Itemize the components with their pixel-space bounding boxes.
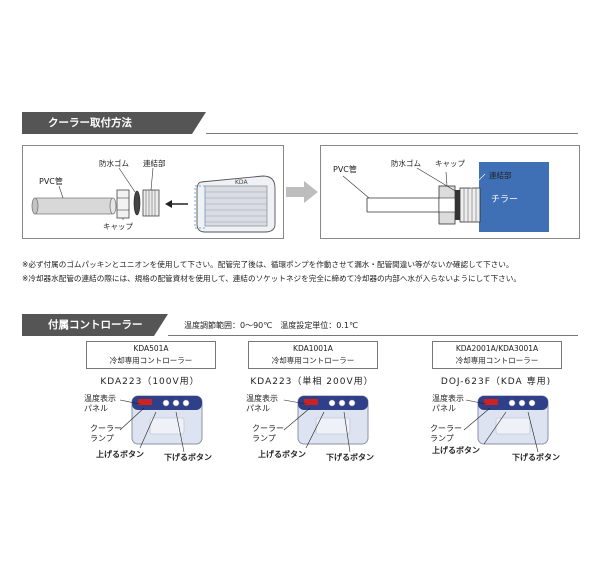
arrow-right-icon <box>286 181 318 203</box>
label-cooler-lamp: クーラー ランプ <box>90 424 122 443</box>
cooler-unit-illustration <box>194 175 276 233</box>
controller-illustration <box>297 395 369 445</box>
section-title: 付属コントローラー <box>48 319 143 331</box>
gasket-label: 防水ゴム <box>391 159 421 168</box>
label-up-button: 上げるボタン <box>432 446 480 455</box>
threaded-connector <box>142 189 160 217</box>
display-icon <box>484 399 498 405</box>
label-up-button: 上げるボタン <box>96 450 144 459</box>
diagram-before-assembly: PVC管 防水ゴム 連結部 キャップ KDA <box>22 145 284 239</box>
temperature-spec: 温度調節範囲：0〜90℃ 温度設定単位：0.1℃ <box>184 321 358 330</box>
model-number: KDA2001A/KDA3001A <box>455 344 539 353</box>
cap-nut <box>116 189 130 219</box>
section-header-installation: クーラー取付方法 <box>22 112 578 134</box>
controller-name: KDA223（100V用） <box>100 377 200 387</box>
controller-illustration <box>131 395 203 445</box>
model-description: 冷却専用コントローラー <box>109 356 193 365</box>
joint-label: 連結部 <box>143 159 166 168</box>
label-display-panel: 温度表示 パネル <box>432 394 464 413</box>
leader-lines <box>283 399 351 453</box>
model-box: KDA2001A/KDA3001A 冷却専用コントローラー <box>432 341 562 369</box>
section-header-controllers: 付属コントローラー <box>22 314 578 336</box>
device-logo: KDA <box>235 179 248 186</box>
note-1: ※必ず付属のゴムパッキンとユニオンを使用して下さい。配管完了後は、循環ポンプを作… <box>22 260 514 269</box>
display-icon <box>138 399 152 405</box>
cap-label: キャップ <box>435 159 465 168</box>
pvc-label: PVC管 <box>333 165 357 174</box>
chiller-label: チラー <box>491 195 519 205</box>
model-number: KDA1001A <box>293 344 333 353</box>
pvc-label: PVC管 <box>39 177 63 186</box>
label-up-button: 上げるボタン <box>258 450 306 459</box>
pvc-pipe <box>31 197 117 215</box>
model-box: KDA1001A 冷却専用コントローラー <box>248 341 378 369</box>
header-rule <box>168 335 578 336</box>
header-bar <box>22 112 206 134</box>
model-number: KDA501A <box>133 344 169 353</box>
assembled-illustration <box>342 162 549 232</box>
section-title: クーラー取付方法 <box>48 117 132 129</box>
leader-lines <box>463 399 539 453</box>
joint-label: 連結部 <box>489 171 512 180</box>
label-cooler-lamp: クーラー ランプ <box>252 424 284 443</box>
label-display-panel: 温度表示 パネル <box>246 394 278 413</box>
model-description: 冷却専用コントローラー <box>455 356 539 365</box>
label-down-button: 下げるボタン <box>326 453 374 462</box>
model-description: 冷却専用コントローラー <box>271 356 355 365</box>
controller-name: DOJ-623F（KDA 専用) <box>440 377 552 387</box>
controller-illustration <box>477 395 549 445</box>
chiller-body <box>479 162 549 232</box>
diagram-after-assembly: PVC管 防水ゴム キャップ 連結部 チラー <box>320 145 580 239</box>
header-rule <box>206 133 578 134</box>
arrow-left-icon <box>165 200 188 208</box>
threaded-connector <box>459 187 481 223</box>
pvc-pipe <box>366 197 441 213</box>
cap-nut <box>438 185 456 225</box>
label-display-panel: 温度表示 パネル <box>84 394 116 413</box>
model-box: KDA501A 冷却専用コントローラー <box>86 341 216 369</box>
controller-name: KDA223（単相 200V用） <box>250 377 374 387</box>
rubber-gasket <box>133 190 141 216</box>
label-down-button: 下げるボタン <box>512 453 560 462</box>
label-down-button: 下げるボタン <box>164 453 212 462</box>
label-cooler-lamp: クーラー ランプ <box>430 424 462 443</box>
leader-lines <box>119 399 185 453</box>
header-bar <box>22 314 168 336</box>
cap-label: キャップ <box>103 222 133 231</box>
display-icon <box>304 399 318 405</box>
rubber-gasket <box>455 190 460 220</box>
gasket-label: 防水ゴム <box>99 159 129 168</box>
note-2: ※冷却器水配管の連結の際には、規格の配管資材を使用して、連結のソケットネジを完全… <box>22 274 521 283</box>
